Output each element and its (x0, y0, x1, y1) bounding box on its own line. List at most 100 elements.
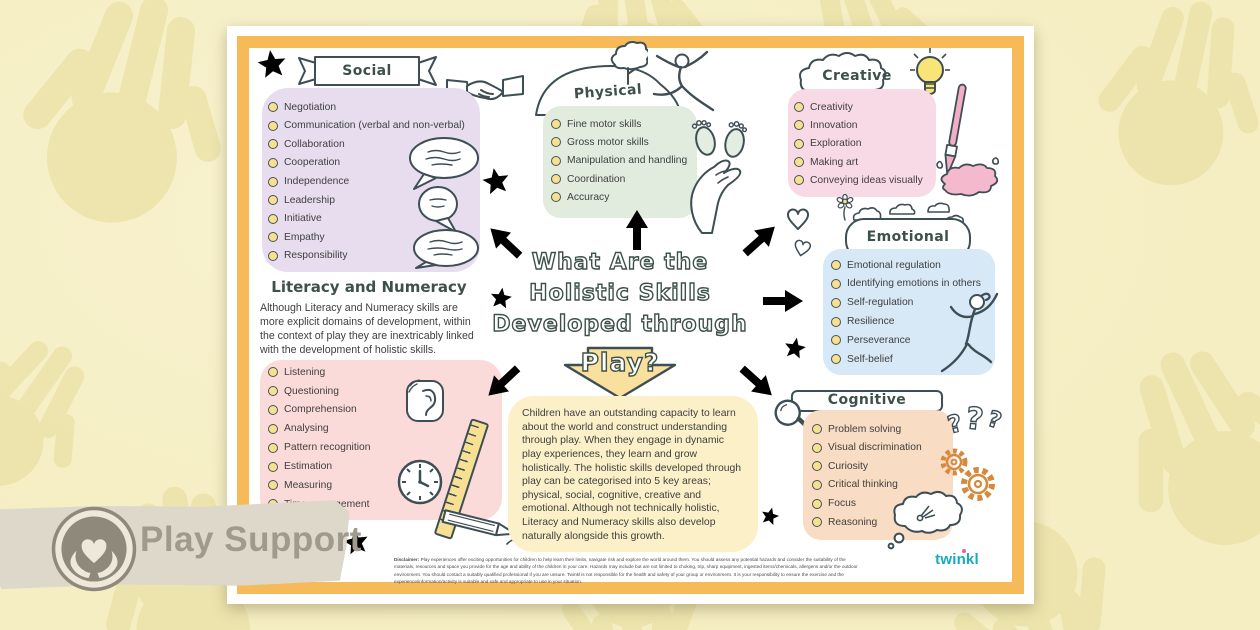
list-item: Questioning (268, 385, 370, 397)
bullet-icon (831, 316, 841, 327)
bullet-icon (268, 250, 278, 261)
clock-icon (396, 458, 444, 506)
list-item: Gross motor skills (551, 136, 687, 148)
list-item: Innovation (794, 119, 923, 131)
list-item: Independence (268, 175, 465, 187)
physical-skill-list: Fine motor skills Gross motor skills Man… (551, 118, 687, 203)
list-item: Estimation (268, 460, 370, 472)
bullet-icon (551, 192, 561, 203)
bullet-icon (812, 517, 822, 528)
play-arrow-banner: Play? (563, 346, 677, 400)
section-title: Cognitive (827, 392, 907, 408)
list-item: Communication (verbal and non-verbal) (268, 120, 465, 132)
list-item: Critical thinking (812, 479, 922, 491)
heart-icon (791, 238, 812, 259)
physical-skill-box (543, 106, 697, 218)
section-title: Social (342, 63, 392, 79)
list-item: Listening (268, 366, 370, 378)
bullet-icon (794, 175, 804, 186)
section-title: Creative (822, 68, 892, 84)
bullet-icon (794, 138, 804, 149)
list-item: Fine motor skills (551, 118, 687, 130)
social-skill-list: Negotiation Communication (verbal and no… (268, 101, 465, 262)
list-item: Initiative (268, 213, 465, 225)
bullet-icon (794, 120, 804, 131)
list-item: Self-regulation (831, 297, 981, 309)
bullet-icon (551, 155, 561, 166)
magnifier-icon (767, 389, 824, 451)
bullet-icon (268, 102, 278, 113)
title-line: Developed through (492, 311, 748, 337)
bullet-icon (812, 479, 822, 490)
bullet-icon (551, 119, 561, 130)
list-item: Resilience (831, 315, 981, 327)
list-item: Identifying emotions in others (831, 278, 981, 290)
handprint-icon (1070, 0, 1260, 211)
cognitive-skill-list: Problem solving Visual discrimination Cu… (812, 423, 922, 528)
center-text-box: Children have an outstanding capacity to… (508, 396, 758, 552)
footprints-icon (690, 113, 752, 161)
jumping-person-icon (645, 50, 719, 114)
arrow-icon (761, 287, 805, 315)
bullet-icon (831, 335, 841, 346)
list-item: Manipulation and handling (551, 155, 687, 167)
paintbrush-icon (930, 80, 981, 184)
list-item: Curiosity (812, 460, 922, 472)
section-title: Emotional (866, 229, 950, 245)
disclaimer-label: Disclaimer: (394, 557, 420, 562)
list-item: Reasoning (812, 516, 922, 528)
bullet-icon (268, 480, 278, 491)
skipping-figure-icon (925, 288, 1001, 376)
creative-skill-box (788, 89, 936, 197)
disclaimer: Disclaimer: Play experiences offer excit… (394, 556, 862, 585)
list-item: Leadership (268, 194, 465, 206)
ear-icon (404, 376, 446, 424)
bullet-icon (812, 498, 822, 509)
twinkl-logo: twinkl (920, 538, 994, 584)
list-item: Coordination (551, 173, 687, 185)
thought-bubble-icon (883, 486, 969, 550)
list-item: Self-belief (831, 353, 981, 365)
list-item: Collaboration (268, 138, 465, 150)
list-item: Creativity (794, 101, 923, 113)
arrow-icon (623, 208, 651, 252)
list-item: Responsibility (268, 250, 465, 262)
title-line: What Are the (531, 249, 709, 275)
literacy-intro: Although Literacy and Numeracy skills ar… (260, 302, 474, 357)
list-item: Problem solving (812, 423, 922, 435)
paint-splash-icon (931, 156, 1007, 200)
heart-icon (786, 208, 810, 232)
bullet-icon (812, 461, 822, 472)
disclaimer-text: Play experiences offer exciting opportun… (394, 557, 858, 584)
title-line: Holistic Skills (528, 280, 711, 306)
title-emphasis: Play? (580, 347, 660, 377)
gears-icon (936, 446, 998, 504)
bullet-icon (268, 404, 278, 415)
twinkl-wordmark: twinkl (935, 551, 979, 568)
creative-skill-list: Creativity Innovation Exploration Making… (794, 101, 923, 186)
bullet-icon (551, 137, 561, 148)
emotional-skill-box (823, 249, 995, 375)
star-icon (781, 334, 809, 362)
list-item: Emotional regulation (831, 259, 981, 271)
bullet-icon (812, 424, 822, 435)
list-item: Accuracy (551, 191, 687, 203)
play-support-label: Play Support (140, 520, 362, 559)
cognitive-banner: Cognitive (788, 387, 946, 415)
star-icon (254, 46, 290, 82)
bullet-icon (812, 442, 822, 453)
list-item: Visual discrimination (812, 442, 922, 454)
pinch-hand-icon (682, 153, 746, 237)
flower-icon (834, 193, 856, 222)
twinkl-idot (962, 549, 966, 553)
list-item: Empathy (268, 231, 465, 243)
literacy-skill-list: Listening Questioning Comprehension Anal… (268, 366, 370, 511)
list-item: Cooperation (268, 157, 465, 169)
bullet-icon (268, 195, 278, 206)
bullet-icon (268, 367, 278, 378)
bullet-icon (268, 232, 278, 243)
bullet-icon (268, 120, 278, 131)
bullet-icon (268, 139, 278, 150)
bullet-icon (831, 278, 841, 289)
